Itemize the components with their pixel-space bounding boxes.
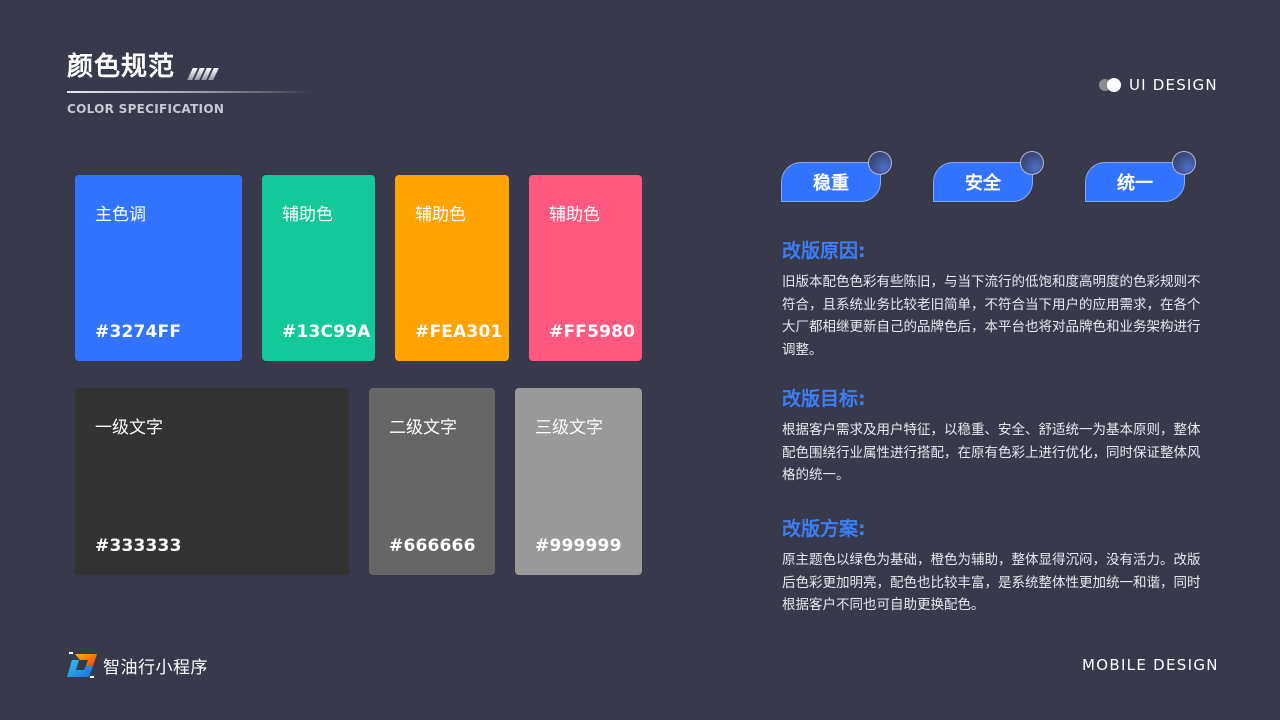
page-title: 颜色规范 xyxy=(67,52,176,82)
ui-design-label: UI DESIGN xyxy=(1129,76,1218,94)
toggle-icon xyxy=(1099,78,1121,92)
swatch-hex: #13C99A xyxy=(282,322,371,342)
section-title-reason: 改版原因: xyxy=(782,240,866,262)
swatch-hex: #999999 xyxy=(535,536,622,556)
tag-secure: 安全 xyxy=(933,151,1044,202)
swatch-primary: 主色调 #3274FF xyxy=(75,175,242,361)
page-subtitle: COLOR SPECIFICATION xyxy=(67,102,225,116)
swatch-name: 三级文字 xyxy=(535,418,603,438)
ui-design-badge: UI DESIGN xyxy=(1099,76,1218,94)
swatch-name: 辅助色 xyxy=(282,205,333,225)
tag-stable: 稳重 xyxy=(781,151,892,202)
swatch-name: 辅助色 xyxy=(415,205,466,225)
swatch-hex: #333333 xyxy=(95,536,182,556)
swatch-text-tertiary: 三级文字 #999999 xyxy=(515,388,642,575)
tag-label: 安全 xyxy=(965,173,1001,194)
swatch-secondary-pink: 辅助色 #FF5980 xyxy=(529,175,642,361)
section-body-goal: 根据客户需求及用户特征，以稳重、安全、舒适统一为基本原则，整体配色围绕行业属性进… xyxy=(782,422,1201,483)
swatch-secondary-green: 辅助色 #13C99A xyxy=(262,175,375,361)
title-underline xyxy=(67,91,312,93)
swatch-name: 辅助色 xyxy=(549,205,600,225)
stripes-decoration-icon xyxy=(187,68,220,80)
swatch-text-primary: 一级文字 #333333 xyxy=(75,388,349,575)
section-body-plan: 原主题色以绿色为基础，橙色为辅助，整体显得沉闷，没有活力。改版后色彩更加明亮，配… xyxy=(782,552,1201,613)
tag-label: 统一 xyxy=(1117,173,1153,194)
tag-unified: 统一 xyxy=(1085,151,1196,202)
swatch-hex: #666666 xyxy=(389,536,476,556)
tag-label: 稳重 xyxy=(813,173,849,194)
swatch-secondary-orange: 辅助色 #FEA301 xyxy=(395,175,509,361)
section-title-goal: 改版目标: xyxy=(782,388,866,410)
section-title-plan: 改版方案: xyxy=(782,518,866,540)
brand: 智油行小程序 xyxy=(66,651,208,679)
swatch-name: 主色调 xyxy=(95,205,146,225)
swatch-hex: #FF5980 xyxy=(549,322,636,342)
brand-name: 智油行小程序 xyxy=(103,657,208,678)
swatch-name: 一级文字 xyxy=(95,418,163,438)
swatch-text-secondary: 二级文字 #666666 xyxy=(369,388,495,575)
circle-decoration-icon xyxy=(1020,151,1044,175)
swatch-name: 二级文字 xyxy=(389,418,457,438)
circle-decoration-icon xyxy=(1172,151,1196,175)
brand-logo-icon xyxy=(67,652,97,678)
swatch-hex: #3274FF xyxy=(95,322,182,342)
section-body-reason: 旧版本配色色彩有些陈旧，与当下流行的低饱和度高明度的色彩规则不符合，且系统业务比… xyxy=(782,274,1201,358)
swatch-hex: #FEA301 xyxy=(415,322,503,342)
circle-decoration-icon xyxy=(868,151,892,175)
mobile-design-label: MOBILE DESIGN xyxy=(1082,656,1219,674)
